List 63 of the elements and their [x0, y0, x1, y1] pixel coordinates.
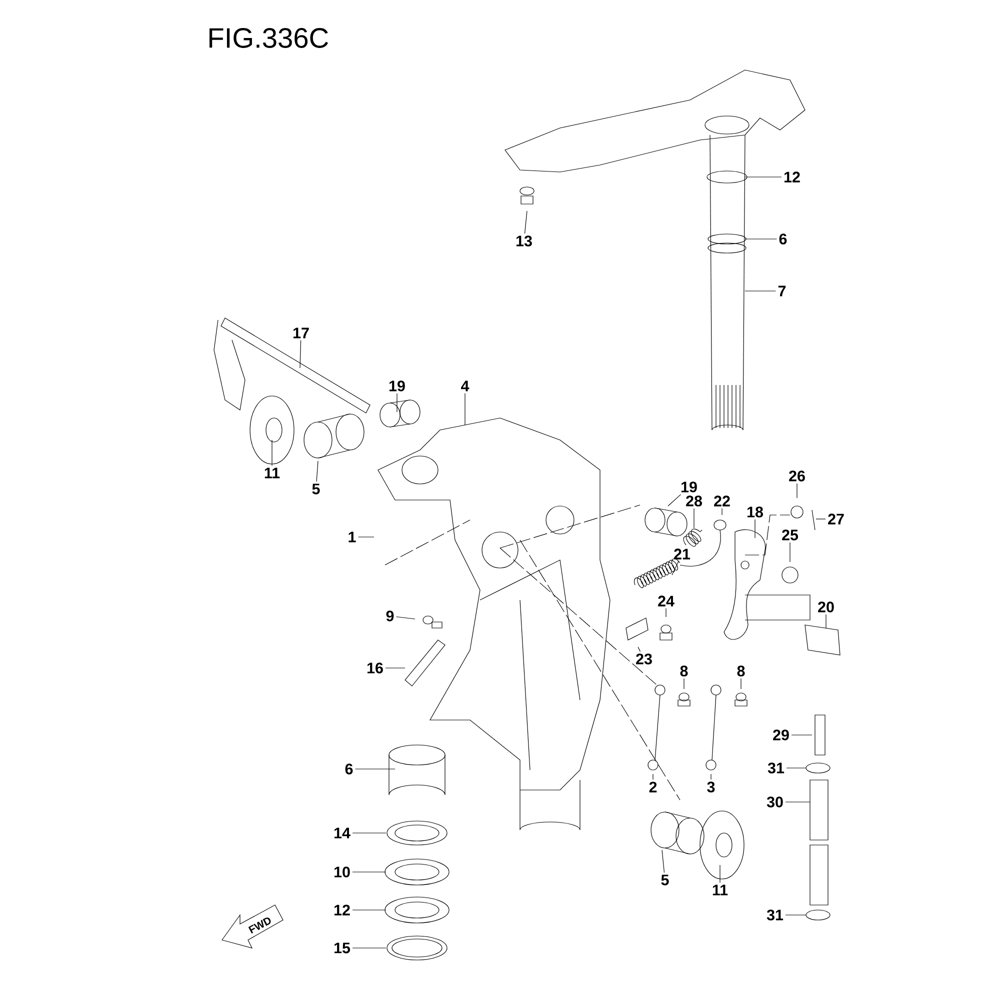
callout-number: 28: [686, 496, 702, 506]
callout-number: 24: [658, 596, 674, 606]
leader-line: [355, 768, 396, 770]
callout-number: 15: [334, 942, 350, 954]
leader-line: [672, 561, 679, 576]
callout-number: 6: [779, 234, 787, 244]
callout-number: 12: [334, 904, 350, 916]
leader-line: [396, 616, 416, 620]
callout-number: 10: [334, 866, 350, 878]
callout-number: 18: [748, 506, 764, 518]
callout-number: 26: [789, 470, 805, 482]
callout-number: 19: [390, 380, 405, 392]
leader-line: [396, 393, 398, 412]
leader-line: [464, 393, 466, 426]
leader-line: [524, 210, 528, 234]
leader-line: [352, 832, 386, 834]
callout-number: 19: [682, 482, 697, 492]
leader-line: [744, 176, 782, 178]
callout-number: 2: [649, 782, 657, 792]
figure-title: FIG.336C: [210, 28, 328, 48]
callout-number: 27: [828, 514, 844, 524]
callout-number: 22: [714, 496, 730, 506]
leader-line: [710, 774, 712, 780]
callout-number: 6: [345, 764, 353, 774]
callout-number: 16: [368, 662, 383, 674]
callout-number: 9: [386, 610, 394, 622]
callout-number: 25: [782, 530, 798, 540]
leader-line: [791, 734, 812, 736]
callout-number: 11: [712, 884, 728, 896]
leader-line: [668, 494, 682, 506]
callout-number: 7: [778, 286, 786, 296]
leader-line: [316, 460, 318, 482]
leader-line: [816, 518, 826, 520]
leader-line: [744, 238, 778, 240]
callout-number: 21: [674, 548, 690, 560]
callout-number: 8: [737, 666, 745, 676]
leader-line: [358, 536, 374, 538]
leader-line: [300, 340, 302, 368]
leader-line: [652, 774, 654, 780]
callout-number: 1: [348, 532, 356, 542]
leader-line: [796, 483, 798, 498]
leader-line: [744, 290, 776, 292]
leader-line: [662, 850, 665, 873]
callout-number: 8: [680, 666, 688, 676]
callout-number: 5: [661, 874, 669, 886]
callout-number: 14: [334, 828, 350, 838]
callout-number: 5: [312, 484, 320, 494]
callout-number: 20: [818, 602, 834, 612]
callout-number: 4: [461, 380, 470, 392]
callout-number: 11: [264, 468, 280, 478]
callout-number: 31: [768, 762, 784, 774]
leader-line: [754, 519, 756, 538]
callout-number: 23: [636, 654, 652, 664]
callout-number: 31: [766, 910, 784, 920]
callout-number: 29: [773, 730, 789, 740]
leader-line: [740, 678, 742, 690]
callout-number: 3: [707, 782, 715, 792]
callout-number: 13: [516, 236, 532, 246]
leader-line: [638, 646, 641, 652]
callout-number: 17: [294, 328, 309, 338]
leader-line: [785, 914, 806, 916]
callout-number: 12: [784, 172, 800, 182]
callout-number: 30: [766, 796, 783, 808]
